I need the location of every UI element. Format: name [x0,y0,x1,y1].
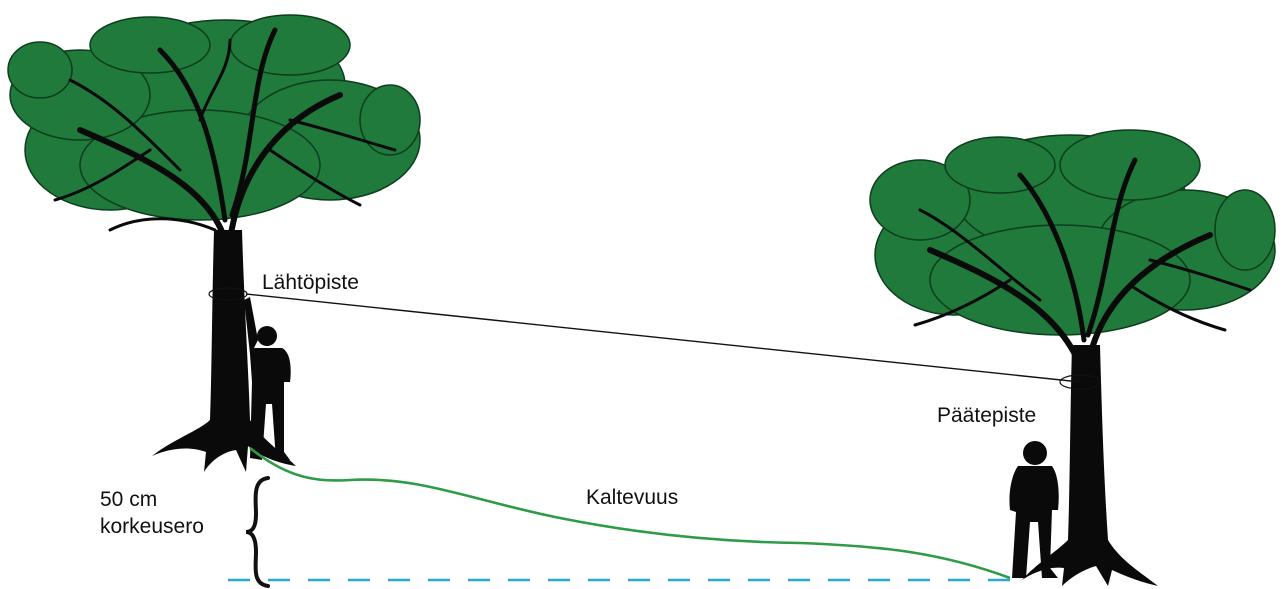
start-point-label: Lähtöpiste [262,271,359,294]
tree-right-branches [913,157,1252,373]
end-point-label: Päätepiste [937,404,1037,427]
brace-icon [245,476,270,588]
height-value: 50 cm [100,488,158,511]
start-marker-ring [208,287,248,301]
height-difference-label: 50 cm korkeusero [100,486,204,540]
tree-left-icon [7,14,421,472]
tree-right-canopy [869,129,1276,336]
tree-right-icon [869,129,1276,586]
person-left-icon [244,297,291,460]
tree-left-branches [53,27,397,253]
tree-left-trunk [152,230,296,472]
height-word: korkeusero [100,515,204,538]
measuring-line [245,293,1081,383]
tree-right-trunk [1022,345,1158,586]
person-right-icon [1009,441,1059,578]
slope-line [249,446,1011,580]
end-marker-ring [1059,374,1101,390]
slope-label: Kaltevuus [586,486,679,509]
tree-left-canopy [7,14,421,221]
